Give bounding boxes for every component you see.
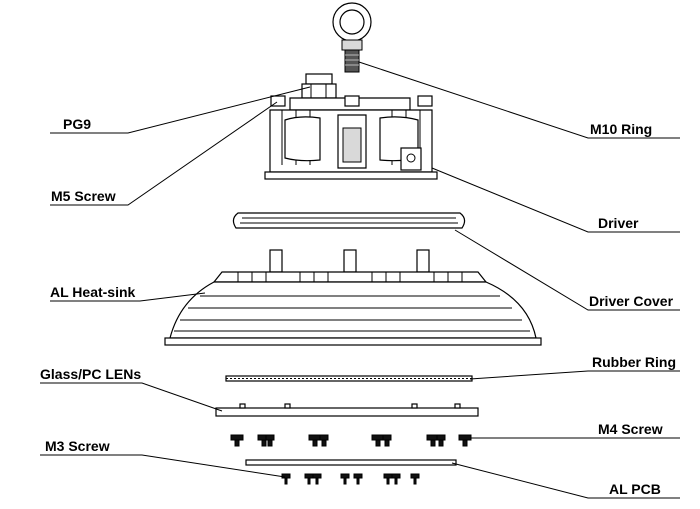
leader-al-pcb <box>451 462 680 499</box>
m4-screws-part <box>230 434 472 447</box>
leader-m5-screw <box>50 101 278 206</box>
al-pcb-part <box>245 459 457 466</box>
driver-housing-part <box>264 73 438 180</box>
leader-rubber-ring <box>469 370 680 380</box>
m3-screws-part <box>281 473 420 485</box>
label-driver: Driver <box>598 215 639 231</box>
label-rubber-ring: Rubber Ring <box>592 354 676 370</box>
label-m10-ring: M10 Ring <box>590 121 653 137</box>
label-glass-pc-lens: Glass/PC LENs <box>40 366 142 382</box>
al-heat-sink-part <box>164 249 542 346</box>
label-al-heat-sink: AL Heat-sink <box>50 284 136 300</box>
label-m5-screw: M5 Screw <box>51 188 116 204</box>
leader-m10-ring <box>358 61 680 139</box>
leader-driver <box>431 167 680 233</box>
leader-al-heat-sink <box>50 292 206 302</box>
label-driver-cover: Driver Cover <box>589 293 674 309</box>
leader-glass-pc-lens <box>40 382 223 412</box>
leader-lines <box>40 61 680 499</box>
leader-pg9 <box>50 86 311 134</box>
label-al-pcb: AL PCB <box>609 481 661 497</box>
label-pg9: PG9 <box>63 116 92 132</box>
m10-ring-part <box>332 2 372 73</box>
glass-pc-lens-part <box>215 403 479 417</box>
driver-cover-part <box>232 212 466 229</box>
rubber-ring-part <box>225 375 473 382</box>
label-m4-screw: M4 Screw <box>598 421 663 437</box>
leader-m3-screw <box>40 454 286 478</box>
label-m3-screw: M3 Screw <box>45 438 110 454</box>
leader-driver-cover <box>454 229 680 311</box>
